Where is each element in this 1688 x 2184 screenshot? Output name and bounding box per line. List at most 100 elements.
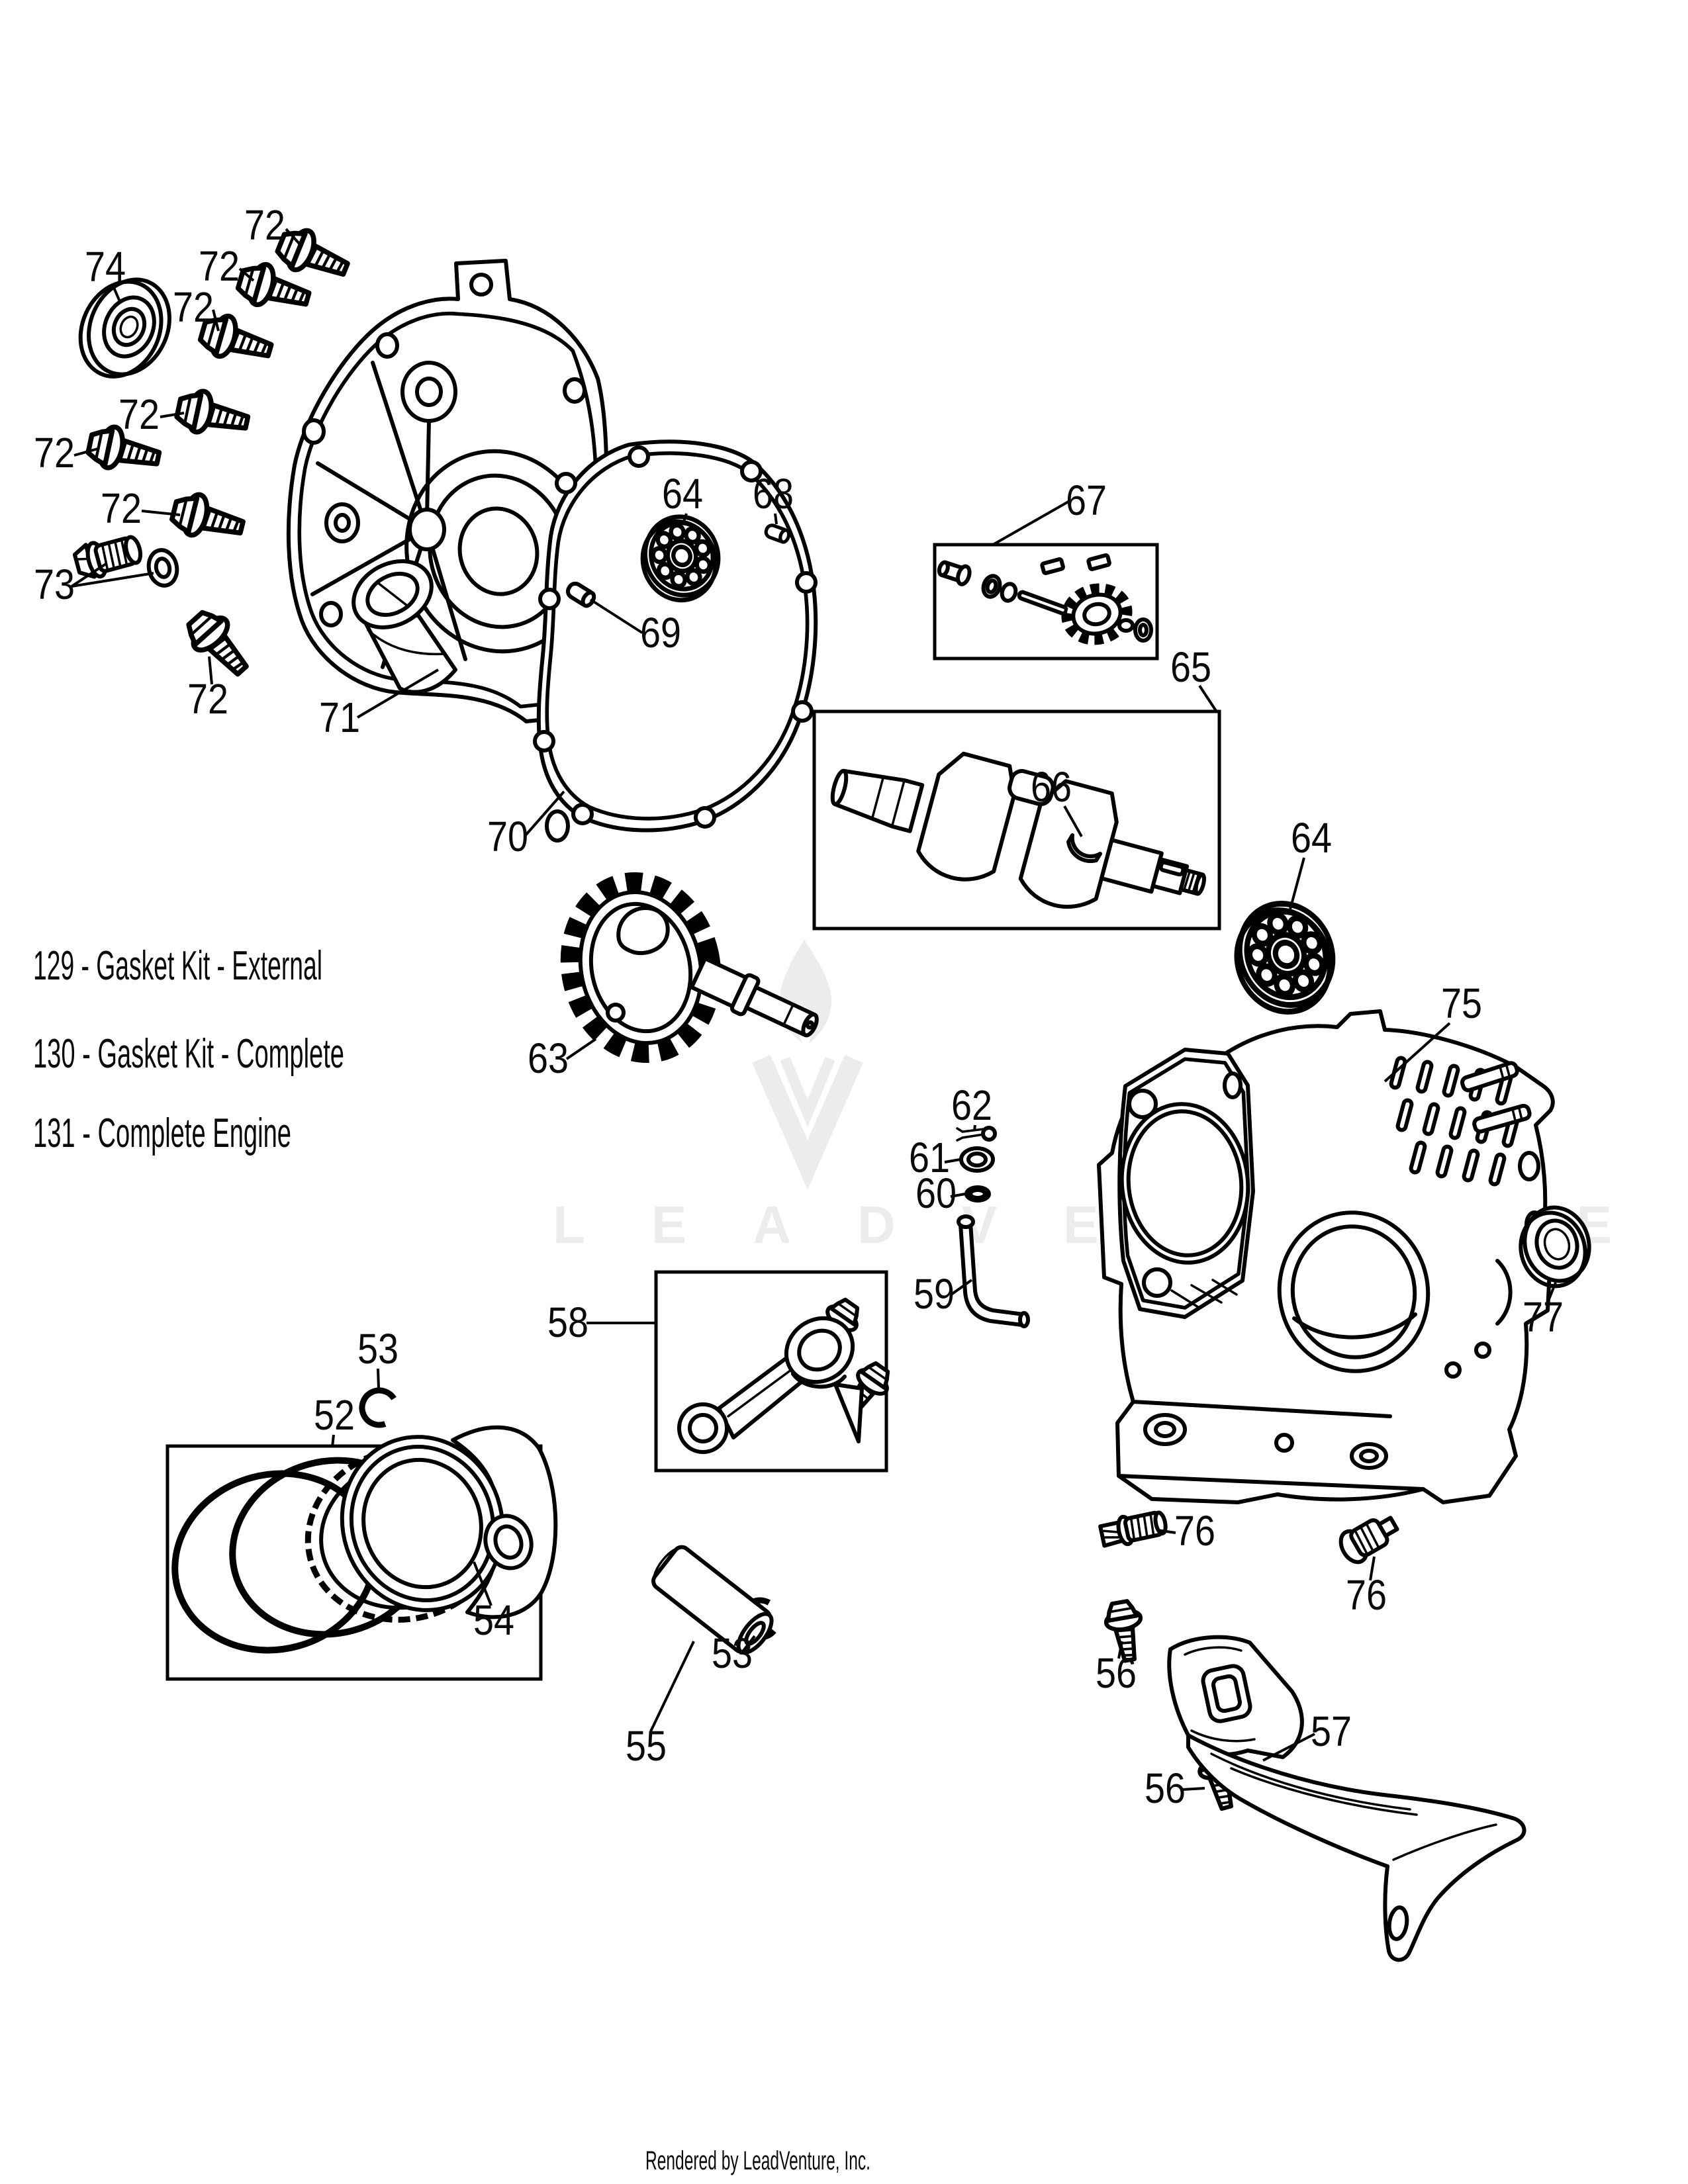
- leader-line: [950, 1279, 973, 1296]
- bolt-72-icon: [169, 490, 247, 547]
- drain-plug-76-right-icon: [1338, 1516, 1399, 1565]
- cylinder-block-75-drawing: [1097, 1009, 1555, 1504]
- label-62[interactable]: 62: [951, 1081, 992, 1129]
- leader-line: [740, 1635, 756, 1655]
- label-56-top[interactable]: 56: [1096, 1649, 1137, 1697]
- leader-line: [1262, 1733, 1315, 1762]
- leader-line: [73, 447, 99, 457]
- leader-lines: [70, 228, 1557, 1791]
- label-58[interactable]: 58: [547, 1298, 588, 1346]
- leader-line: [992, 500, 1069, 546]
- label-72-1[interactable]: 72: [244, 201, 285, 249]
- bearing-64-right-icon: [1219, 889, 1350, 1026]
- leader-line: [1156, 1529, 1176, 1534]
- label-77[interactable]: 77: [1523, 1293, 1564, 1341]
- label-67[interactable]: 67: [1066, 477, 1107, 524]
- label-64-left[interactable]: 64: [662, 470, 703, 518]
- leader-line: [1117, 1641, 1123, 1659]
- label-59[interactable]: 59: [914, 1270, 955, 1318]
- label-73[interactable]: 73: [34, 561, 75, 608]
- leader-line: [682, 513, 688, 522]
- label-54[interactable]: 54: [473, 1596, 514, 1644]
- leader-line: [944, 1158, 961, 1163]
- footer-text: Rendered by LeadVenture, Inc.: [645, 2146, 870, 2175]
- label-60[interactable]: 60: [915, 1169, 957, 1217]
- label-64-right[interactable]: 64: [1291, 814, 1332, 862]
- leader-line: [1546, 1282, 1557, 1303]
- leader-line: [565, 1038, 597, 1060]
- drain-plug-76-left-icon: [1098, 1510, 1168, 1548]
- leader-line: [589, 598, 643, 634]
- leader-line: [950, 1193, 966, 1198]
- bolt-72-icon: [273, 223, 353, 287]
- leader-line: [356, 668, 440, 719]
- label-65[interactable]: 65: [1170, 643, 1211, 691]
- label-66[interactable]: 66: [1031, 763, 1072, 811]
- label-57[interactable]: 57: [1311, 1707, 1352, 1755]
- label-76-right[interactable]: 76: [1346, 1571, 1387, 1619]
- piston-pin-55-drawing: [651, 1545, 774, 1655]
- leader-line: [212, 309, 220, 332]
- governor-kit-67-drawing: [933, 543, 1159, 660]
- oil-seal-77-drawing: [1519, 1205, 1591, 1289]
- drain-plug-73-drawing: [72, 535, 179, 588]
- label-52[interactable]: 52: [314, 1391, 355, 1439]
- legend: 129 - Gasket Kit - External 130 - Gasket…: [33, 943, 344, 1156]
- label-70[interactable]: 70: [487, 813, 528, 860]
- leader-line: [208, 656, 213, 685]
- bolt-72-icon: [181, 604, 258, 684]
- bolt-72-icon: [175, 387, 252, 442]
- leader-line: [1289, 857, 1305, 910]
- label-68[interactable]: 68: [753, 470, 794, 518]
- heat-shield-57-drawing: [1167, 1635, 1526, 1962]
- label-72-4[interactable]: 72: [118, 390, 160, 438]
- leader-line: [1063, 805, 1083, 837]
- label-53-top[interactable]: 53: [357, 1325, 399, 1373]
- leader-line: [649, 1641, 695, 1732]
- label-72-2[interactable]: 72: [199, 242, 240, 290]
- leader-line: [285, 228, 301, 245]
- label-72-3[interactable]: 72: [173, 283, 214, 331]
- label-72-7[interactable]: 72: [187, 675, 228, 723]
- label-75[interactable]: 75: [1441, 979, 1482, 1027]
- leader-line: [973, 1124, 976, 1131]
- woodruff-key-66-icon: [1066, 833, 1102, 864]
- leader-line: [473, 1561, 492, 1606]
- leader-line: [377, 1368, 380, 1389]
- label-74[interactable]: 74: [85, 243, 126, 291]
- leader-line: [1369, 1556, 1376, 1581]
- legend-line-130: 130 - Gasket Kit - Complete: [33, 1031, 344, 1077]
- leadventure-watermark-logo: [752, 940, 863, 1190]
- legend-line-129: 129 - Gasket Kit - External: [33, 943, 322, 989]
- oil-seal-74-drawing: [78, 277, 171, 379]
- label-69[interactable]: 69: [640, 609, 681, 657]
- breather-parts-drawing: [956, 1126, 1030, 1328]
- label-63[interactable]: 63: [528, 1034, 569, 1082]
- circlip-53-top-icon: [359, 1387, 400, 1428]
- leader-line: [524, 790, 565, 837]
- crankcase-gasket-70-drawing: [533, 439, 818, 842]
- leader-line: [1198, 684, 1217, 712]
- label-76-left[interactable]: 76: [1174, 1507, 1215, 1555]
- camshaft-63-drawing: [560, 872, 819, 1064]
- label-55[interactable]: 55: [626, 1722, 667, 1770]
- label-56-bottom[interactable]: 56: [1145, 1764, 1186, 1812]
- label-53-bottom[interactable]: 53: [712, 1629, 753, 1677]
- label-71[interactable]: 71: [319, 694, 360, 741]
- leader-line: [141, 510, 181, 516]
- leader-line: [160, 412, 185, 418]
- leader-line: [111, 284, 122, 304]
- connecting-rod-58-drawing: [654, 1270, 896, 1473]
- legend-line-131: 131 - Complete Engine: [33, 1111, 291, 1156]
- leader-line: [331, 1434, 335, 1447]
- leader-line: [71, 572, 154, 588]
- leader-line: [774, 513, 778, 525]
- label-72-5[interactable]: 72: [34, 429, 75, 477]
- leader-line: [238, 267, 255, 282]
- label-61[interactable]: 61: [909, 1134, 950, 1181]
- label-72-6[interactable]: 72: [101, 484, 142, 532]
- leader-line: [1182, 1787, 1205, 1791]
- leader-line: [1383, 1022, 1451, 1083]
